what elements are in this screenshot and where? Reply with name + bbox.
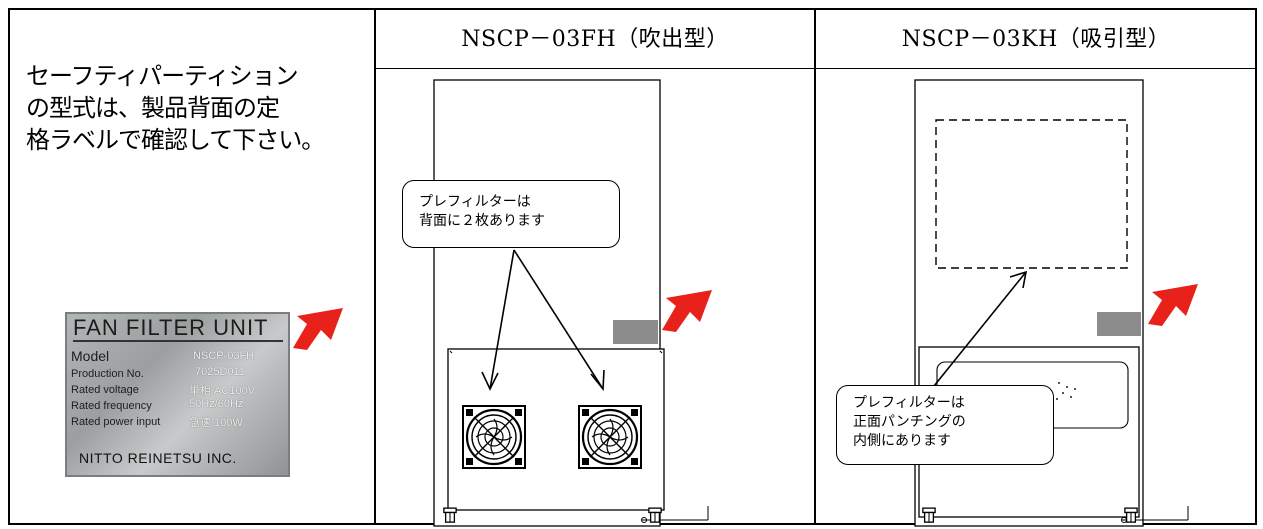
fan-icon — [578, 405, 642, 469]
callout-fh: プレフィルターは 背面に２枚あります — [402, 180, 620, 248]
column-divider — [374, 8, 376, 525]
caster-icon — [648, 507, 662, 523]
intro-line: 格ラベルで確認して下さい。 — [26, 126, 325, 154]
rating-label-row-label: Rated power input — [71, 416, 161, 428]
callout-line: 内側にあります — [853, 433, 951, 449]
rating-label-row-label: Rated frequency — [71, 400, 152, 412]
rating-label-row-value: 急速 100W — [189, 417, 243, 429]
callout-line: プレフィルターは — [853, 395, 965, 411]
intro-line: セーフティパーティション — [26, 62, 299, 90]
intro-text: セーフティパーティション の型式は、製品背面の定 格ラベルで確認して下さい。 — [26, 60, 366, 156]
column-header-kh: NSCP－03KH（吸引型） — [901, 27, 1171, 52]
caster-icon — [443, 507, 457, 523]
fan-icon — [462, 405, 526, 469]
red-arrow-icon — [293, 308, 343, 350]
callout-line: プレフィルターは — [419, 194, 531, 210]
rating-label-row-label: Model — [71, 348, 110, 364]
fh-pointer-arrows — [481, 249, 605, 392]
column-header-fh: NSCP－03FH（吹出型） — [461, 27, 729, 52]
callout-line: 正面パンチングの — [853, 414, 966, 430]
rating-label-title: FAN FILTER UNIT — [73, 316, 283, 342]
rating-plate — [1097, 312, 1141, 336]
rating-label-row-value: 単相 AC100V — [189, 385, 256, 397]
rating-label-row-value: 50Hz/60Hz — [189, 398, 244, 410]
rating-plate — [613, 320, 658, 344]
rating-label-row-value: 7025D011 — [195, 366, 245, 378]
rating-label-row-value: NSCP-03FH — [193, 350, 255, 362]
kh-pointer-arrow — [933, 270, 1028, 387]
rating-label-photo: FAN FILTER UNIT Model Production No. Rat… — [65, 312, 290, 477]
rating-label-row-label: Rated voltage — [71, 384, 139, 396]
header-divider — [376, 68, 1255, 69]
caster-icon — [1124, 507, 1138, 523]
callout-line: 背面に２枚あります — [419, 213, 545, 229]
red-arrow-icon — [1148, 284, 1198, 326]
column-divider — [814, 8, 816, 525]
rating-label-maker: NITTO REINETSU INC. — [79, 450, 237, 466]
caster-icon — [922, 507, 936, 523]
callout-kh: プレフィルターは 正面パンチングの 内側にあります — [836, 385, 1054, 465]
red-arrow-icon — [662, 290, 712, 332]
rating-label-row-label: Production No. — [71, 368, 144, 380]
intro-line: の型式は、製品背面の定 — [26, 94, 280, 122]
